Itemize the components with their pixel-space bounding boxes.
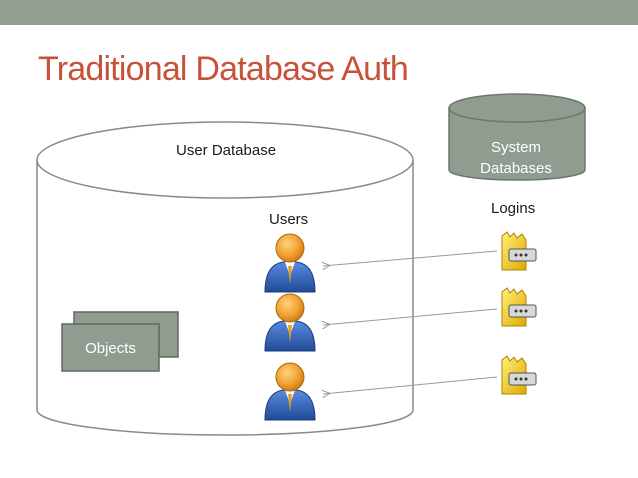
system-databases-label: System Databases xyxy=(480,139,552,177)
key-icon xyxy=(501,355,537,395)
user-database-label: User Database xyxy=(176,142,277,159)
user-icon xyxy=(264,362,316,421)
user-database-cylinder xyxy=(36,121,414,436)
user-icon xyxy=(264,233,316,293)
arrow-login-1 xyxy=(323,250,498,266)
slide-title: Traditional Database Auth xyxy=(38,50,409,88)
user-icon xyxy=(264,293,316,352)
system-databases-cylinder xyxy=(448,93,586,181)
arrow-login-3 xyxy=(323,376,498,394)
top-bar xyxy=(0,0,638,25)
users-label: Users xyxy=(269,211,309,228)
login-to-user-arrows xyxy=(323,250,498,394)
key-icon xyxy=(501,287,537,327)
arrow-login-2 xyxy=(323,308,498,325)
key-icon xyxy=(501,231,537,271)
objects-box-stack xyxy=(61,311,179,372)
objects-label: Objects xyxy=(85,340,136,357)
logins-label: Logins xyxy=(491,200,536,217)
